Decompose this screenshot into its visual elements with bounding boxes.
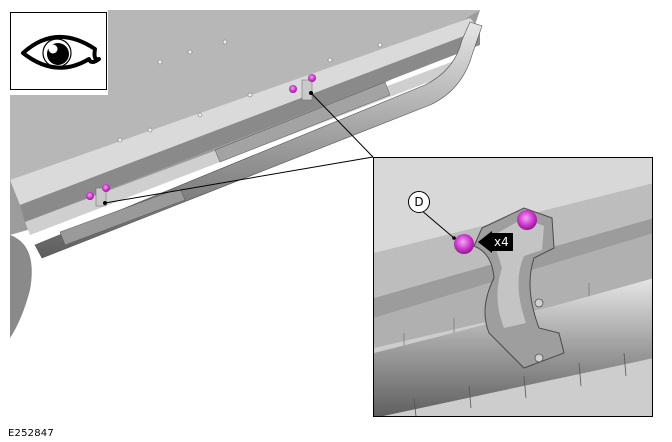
bolt — [517, 210, 537, 230]
callout-letter: D — [414, 195, 424, 209]
leader-line — [310, 92, 374, 158]
view-indicator — [10, 12, 107, 90]
bracket-detail-illustration — [374, 158, 652, 416]
fastener — [308, 74, 316, 82]
fastener — [289, 85, 297, 93]
callout-label-d: D — [408, 191, 430, 213]
eye-icon — [21, 35, 101, 70]
leader-line — [104, 156, 374, 204]
quantity-label: x4 — [492, 233, 513, 251]
quantity-indicator: x4 — [478, 231, 513, 253]
fastener — [86, 192, 94, 200]
detail-inset — [373, 157, 653, 417]
fastener — [102, 184, 110, 192]
figure-id: E252847 — [8, 428, 54, 439]
bolt-d — [454, 234, 474, 254]
arrow-left-icon — [478, 231, 492, 253]
